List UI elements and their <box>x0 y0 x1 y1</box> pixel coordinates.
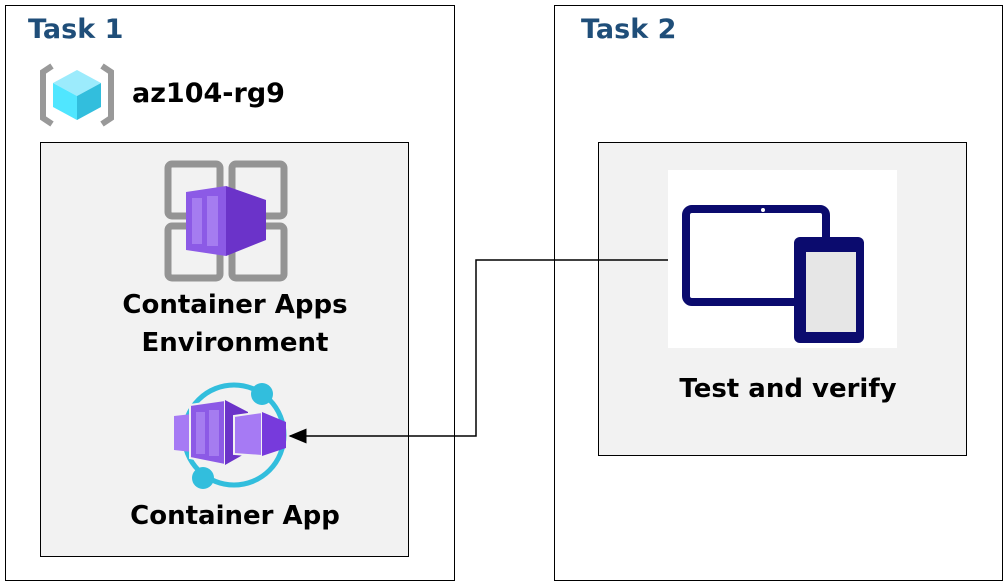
environment-label: Container Apps Environment <box>40 286 430 362</box>
environment-label-line1: Container Apps <box>122 290 348 320</box>
container-cube <box>186 186 266 256</box>
task1-panel <box>5 5 455 581</box>
connector-arrow <box>288 259 668 444</box>
container-app-label: Container App <box>130 501 340 531</box>
test-verify-label: Test and verify <box>679 374 897 404</box>
container-app-icon <box>174 382 287 489</box>
resource-group-name: az104-rg9 <box>132 78 285 109</box>
task2-title: Task 2 <box>581 14 677 45</box>
task2-panel <box>554 5 1003 581</box>
devices-icon <box>682 205 864 343</box>
resource-group-icon <box>40 63 114 127</box>
environment-label-line2: Environment <box>141 328 329 358</box>
task1-title: Task 1 <box>28 14 124 45</box>
